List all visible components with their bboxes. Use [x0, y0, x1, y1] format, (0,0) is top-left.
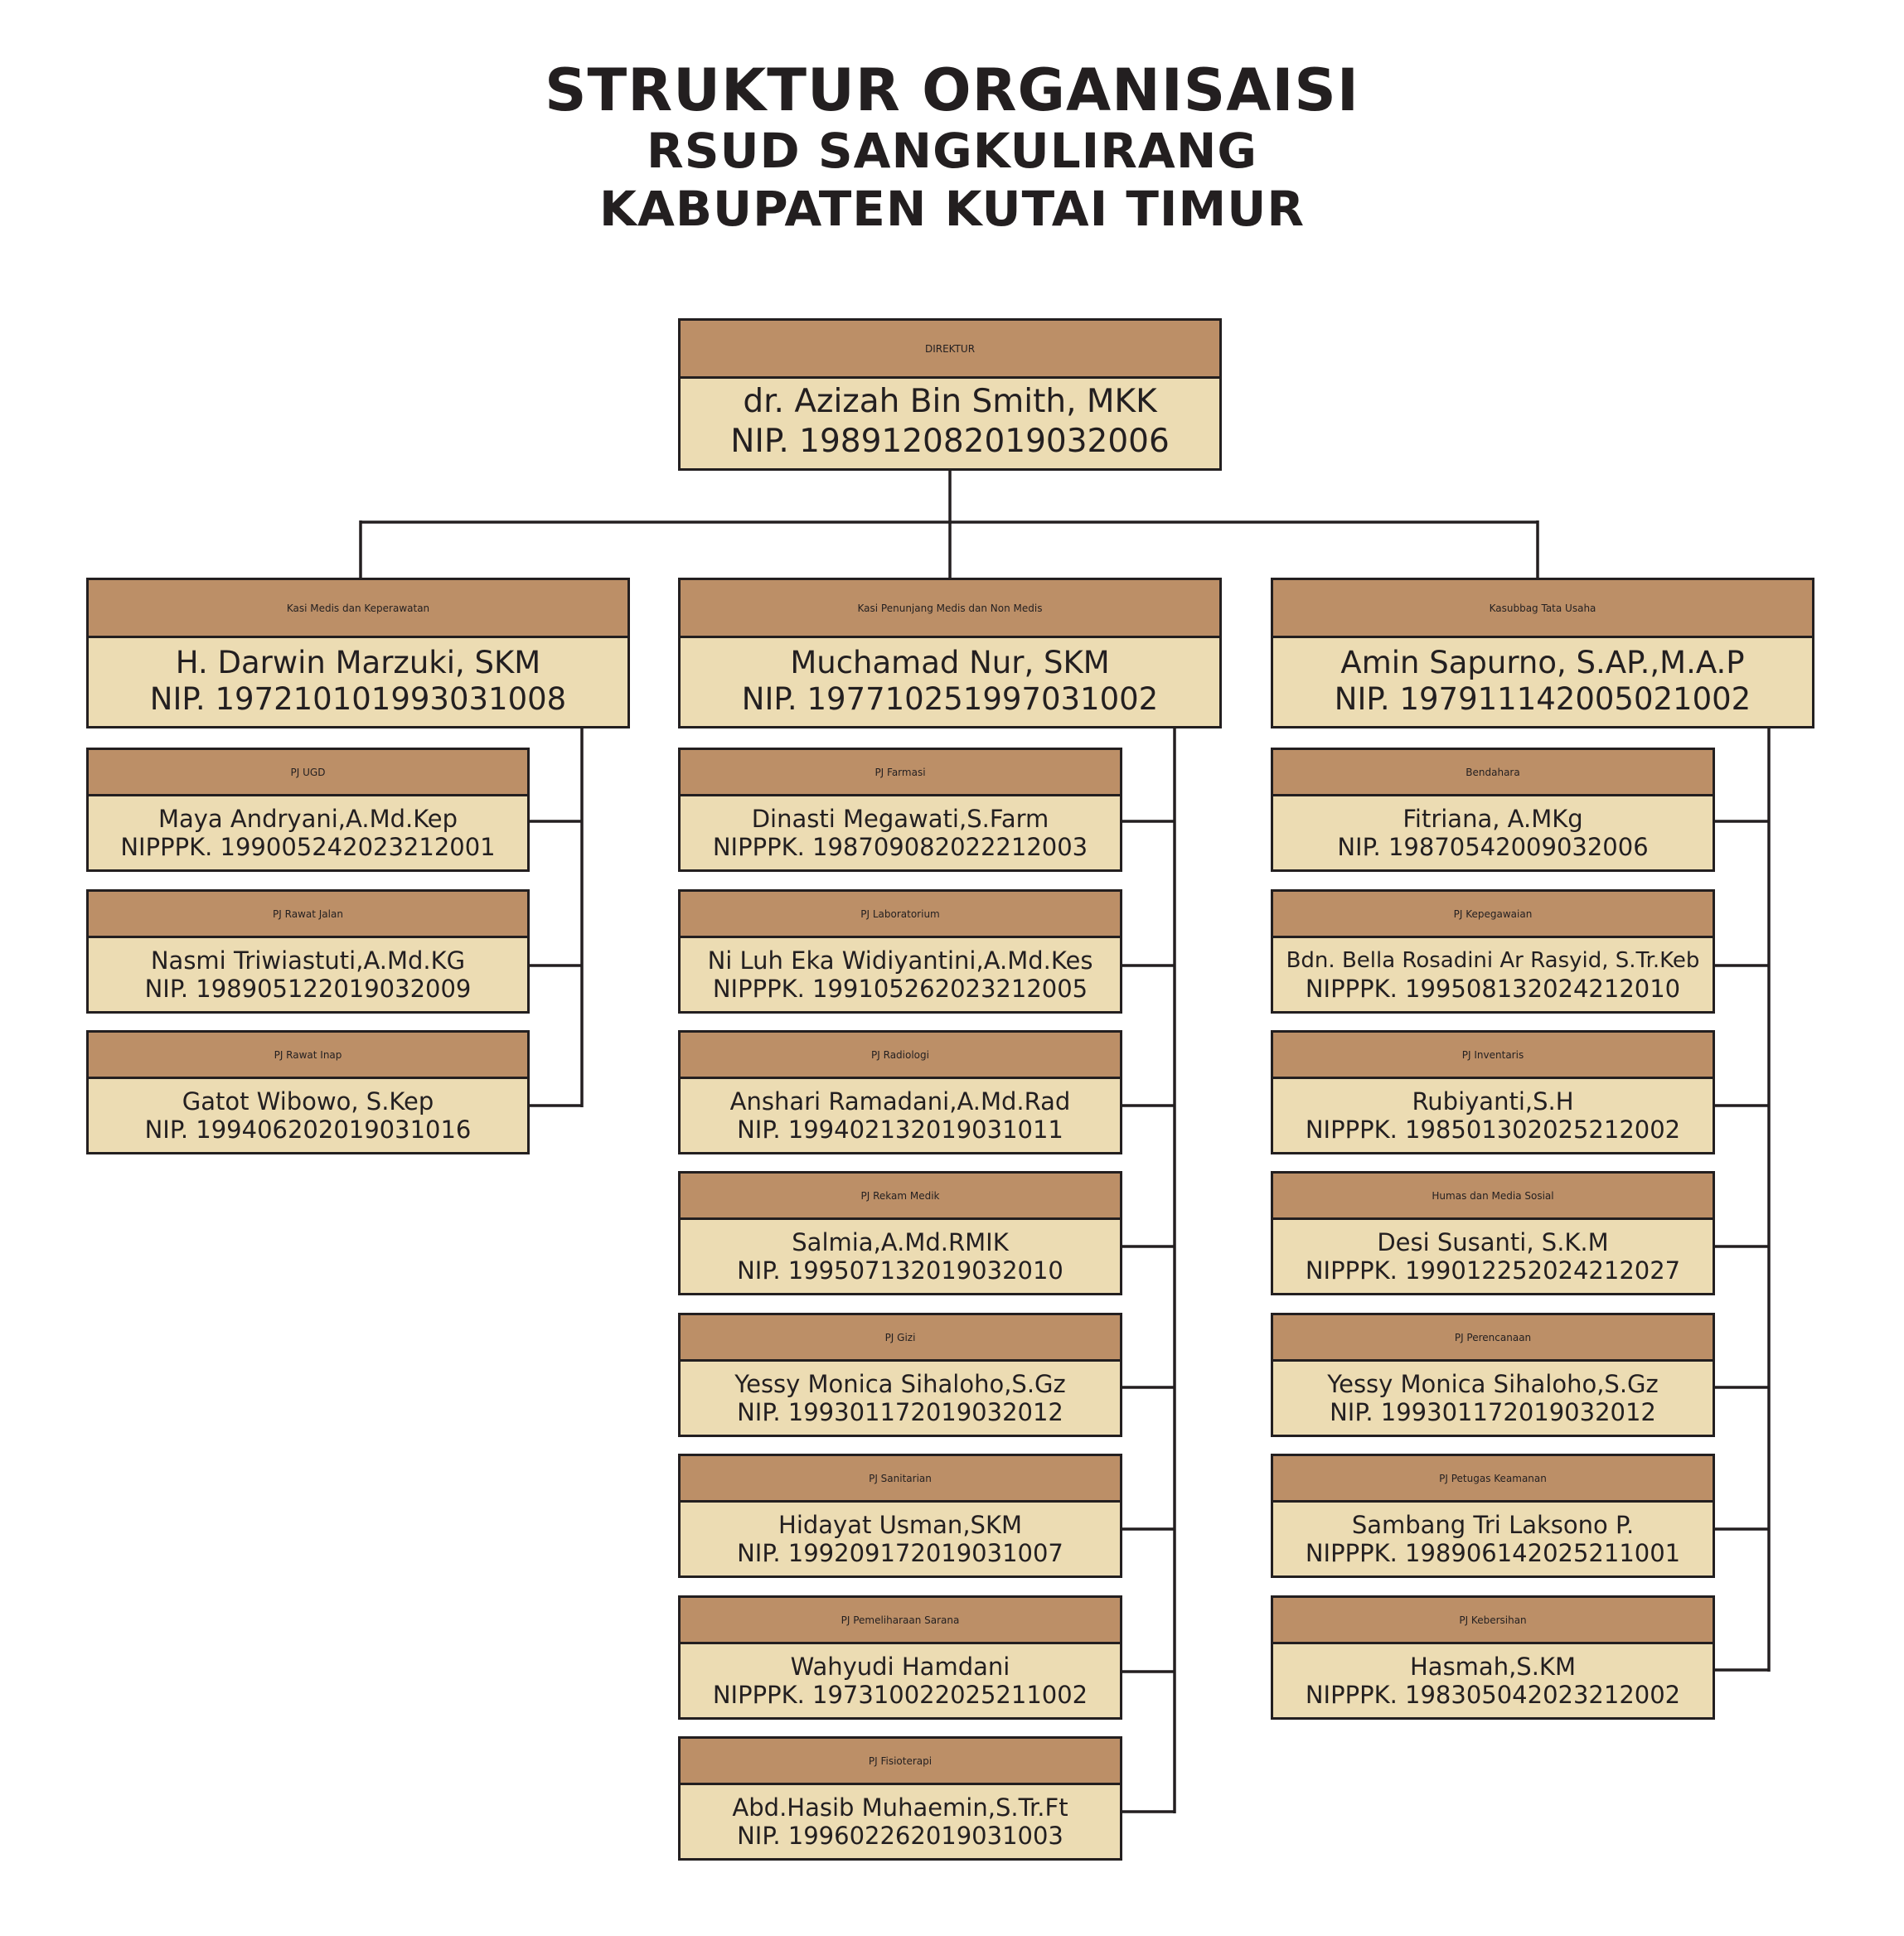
unit-person-id: NIP. 199209172019031007 [737, 1539, 1063, 1567]
unit-person-id: NIPPPK. 199005242023212001 [120, 833, 496, 861]
section-head-id: NIP. 197911142005021002 [1334, 681, 1751, 717]
section-box-tata-usaha: Kasubbag Tata Usaha Amin Sapurno, S.AP.,… [1271, 578, 1814, 728]
unit-role: PJ Inventaris [1273, 1033, 1713, 1079]
unit-person-name: Abd.Hasib Muhaemin,S.Tr.Ft [732, 1793, 1068, 1822]
unit-role: PJ Farmasi [681, 750, 1120, 796]
unit-box: PJ Perencanaan Yessy Monica Sihaloho,S.G… [1271, 1313, 1715, 1437]
section-box-medis: Kasi Medis dan Keperawatan H. Darwin Mar… [86, 578, 630, 728]
unit-person-name: Yessy Monica Sihaloho,S.Gz [734, 1370, 1066, 1398]
unit-box: PJ Rawat Jalan Nasmi Triwiastuti,A.Md.KG… [86, 889, 530, 1014]
unit-box: PJ Petugas Keamanan Sambang Tri Laksono … [1271, 1454, 1715, 1578]
unit-role: PJ Fisioterapi [681, 1739, 1120, 1785]
unit-person-name: Salmia,A.Md.RMIK [792, 1228, 1009, 1256]
unit-role: PJ Gizi [681, 1315, 1120, 1362]
unit-role: PJ Kepegawaian [1273, 892, 1713, 938]
unit-role: PJ Pemeliharaan Sarana [681, 1598, 1120, 1644]
unit-person-id: NIP. 199507132019032010 [737, 1256, 1063, 1285]
unit-person-name: Fitriana, A.MKg [1403, 805, 1583, 833]
unit-person-id: NIP. 199406202019031016 [144, 1116, 472, 1144]
unit-role: PJ Petugas Keamanan [1273, 1456, 1713, 1503]
unit-person-id: NIP. 199402132019031011 [737, 1116, 1063, 1144]
unit-box: PJ Kepegawaian Bdn. Bella Rosadini Ar Ra… [1271, 889, 1715, 1014]
director-role: DIREKTUR [681, 321, 1219, 379]
unit-role: Bendahara [1273, 750, 1713, 796]
unit-role: PJ Rawat Jalan [89, 892, 527, 938]
director-name: dr. Azizah Bin Smith, MKK [743, 383, 1157, 420]
unit-person-name: Yessy Monica Sihaloho,S.Gz [1327, 1370, 1659, 1398]
section-head-name: Amin Sapurno, S.AP.,M.A.P [1340, 645, 1745, 680]
unit-role: PJ Rekam Medik [681, 1174, 1120, 1220]
unit-person-name: Gatot Wibowo, S.Kep [182, 1087, 434, 1116]
unit-person-id: NIP. 199301172019032012 [1330, 1398, 1656, 1426]
unit-box: PJ Laboratorium Ni Luh Eka Widiyantini,A… [678, 889, 1122, 1014]
unit-role: Humas dan Media Sosial [1273, 1174, 1713, 1220]
unit-person-id: NIPPPK. 198906142025211001 [1305, 1539, 1681, 1567]
section-box-penunjang: Kasi Penunjang Medis dan Non Medis Mucha… [678, 578, 1222, 728]
unit-person-name: Sambang Tri Laksono P. [1351, 1511, 1635, 1539]
section-head-name: H. Darwin Marzuki, SKM [175, 645, 541, 680]
unit-person-id: NIPPPK. 199508132024212010 [1305, 975, 1681, 1003]
unit-person-name: Bdn. Bella Rosadini Ar Rasyid, S.Tr.Keb [1286, 948, 1700, 973]
section-head-id: NIP. 197210101993031008 [149, 681, 567, 717]
unit-role: PJ Kebersihan [1273, 1598, 1713, 1644]
unit-role: PJ Laboratorium [681, 892, 1120, 938]
unit-person-name: Rubiyanti,S.H [1412, 1087, 1574, 1116]
section-head-id: NIP. 197710251997031002 [741, 681, 1159, 717]
unit-person-name: Dinasti Megawati,S.Farm [751, 805, 1049, 833]
unit-person-name: Nasmi Triwiastuti,A.Md.KG [150, 946, 466, 975]
unit-role: PJ UGD [89, 750, 527, 796]
section-role: Kasi Penunjang Medis dan Non Medis [681, 580, 1219, 638]
chart-title: STRUKTUR ORGANISAISI [545, 56, 1359, 124]
chart-subtitle-hospital: RSUD SANGKULIRANG [647, 123, 1257, 179]
unit-person-name: Anshari Ramadani,A.Md.Rad [729, 1087, 1071, 1116]
unit-person-id: NIPPPK. 197310022025211002 [712, 1681, 1088, 1709]
unit-person-name: Wahyudi Hamdani [790, 1653, 1010, 1681]
section-role: Kasubbag Tata Usaha [1273, 580, 1812, 638]
unit-person-id: NIP. 199301172019032012 [737, 1398, 1063, 1426]
chart-subtitle-regency: KABUPATEN KUTAI TIMUR [599, 181, 1305, 237]
unit-person-id: NIPPPK. 199012252024212027 [1305, 1256, 1681, 1285]
unit-person-id: NIPPPK. 198709082022212003 [712, 833, 1088, 861]
unit-person-name: Ni Luh Eka Widiyantini,A.Md.Kes [707, 946, 1093, 975]
unit-person-id: NIPPPK. 198501302025212002 [1305, 1116, 1681, 1144]
unit-person-name: Desi Susanti, S.K.M [1377, 1228, 1609, 1256]
director-box: DIREKTUR dr. Azizah Bin Smith, MKK NIP. … [678, 318, 1222, 471]
unit-role: PJ Radiologi [681, 1033, 1120, 1079]
section-head-name: Muchamad Nur, SKM [790, 645, 1110, 680]
unit-box: Humas dan Media Sosial Desi Susanti, S.K… [1271, 1171, 1715, 1295]
unit-person-name: Hidayat Usman,SKM [778, 1511, 1022, 1539]
section-role: Kasi Medis dan Keperawatan [89, 580, 627, 638]
unit-role: PJ Perencanaan [1273, 1315, 1713, 1362]
unit-role: PJ Sanitarian [681, 1456, 1120, 1503]
unit-person-id: NIP. 198905122019032009 [144, 975, 472, 1003]
unit-person-id: NIPPPK. 198305042023212002 [1305, 1681, 1681, 1709]
unit-person-name: Hasmah,S.KM [1410, 1653, 1576, 1681]
unit-person-name: Maya Andryani,A.Md.Kep [157, 805, 458, 833]
director-id: NIP. 198912082019032006 [730, 423, 1170, 460]
unit-person-id: NIP. 19870542009032006 [1337, 833, 1649, 861]
unit-person-id: NIPPPK. 199105262023212005 [712, 975, 1088, 1003]
unit-role: PJ Rawat Inap [89, 1033, 527, 1079]
unit-person-id: NIP. 199602262019031003 [737, 1822, 1063, 1850]
unit-box: PJ Fisioterapi Abd.Hasib Muhaemin,S.Tr.F… [678, 1736, 1122, 1861]
